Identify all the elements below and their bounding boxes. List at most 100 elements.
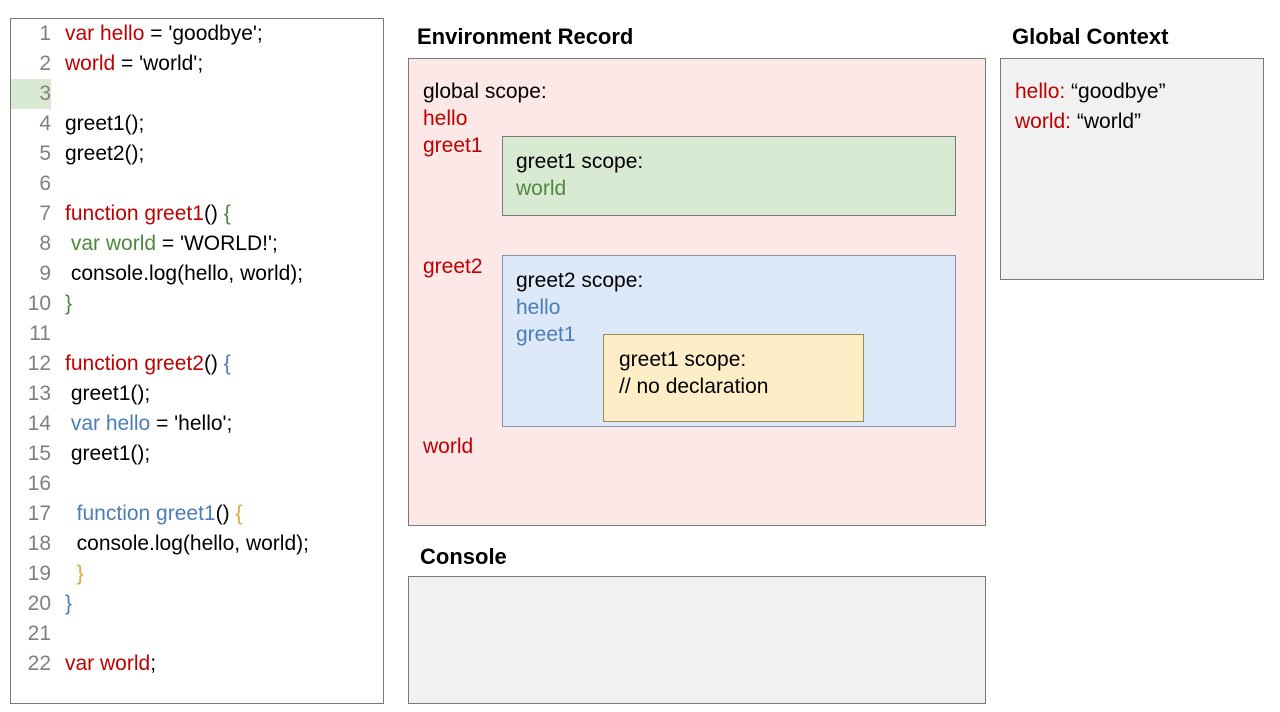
code-line-text: var world; [51, 649, 156, 679]
code-token: greet1(); [65, 382, 151, 405]
line-number: 15 [27, 442, 51, 465]
line-number: 20 [27, 592, 51, 615]
line-number: 22 [27, 652, 51, 675]
code-token: { [223, 202, 231, 225]
code-token: console.log(hello, world); [65, 262, 304, 285]
code-line-text: var world = 'WORLD!'; [51, 229, 278, 259]
code-token: { [235, 502, 243, 525]
greet2-scope-box: greet2 scope: hello greet1 greet1 scope:… [502, 255, 956, 427]
global-binding-world: world [423, 435, 474, 458]
code-line-text: console.log(hello, world); [51, 529, 309, 559]
code-line-text: } [51, 289, 72, 319]
line-number: 14 [27, 412, 51, 435]
greet2-binding-greet1: greet1 [516, 323, 576, 346]
code-token: var world [70, 232, 157, 255]
greet1-binding-world: world [516, 177, 567, 200]
code-line[interactable]: 10} [11, 289, 383, 319]
code-line-text: greet2(); [51, 139, 144, 169]
code-token: } [65, 592, 73, 615]
global-context-entry: world: “world” [1015, 109, 1141, 135]
code-line[interactable]: 19 } [11, 559, 383, 589]
line-number: 8 [39, 232, 51, 255]
global-context-entry-key: hello: [1015, 80, 1066, 103]
line-number: 3 [11, 79, 51, 109]
greet1-scope-box: greet1 scope: world [502, 136, 956, 216]
code-token: { [223, 352, 231, 375]
code-line[interactable]: 3 [11, 79, 383, 109]
code-line-text: console.log(hello, world); [51, 259, 303, 289]
code-line[interactable]: 21 [11, 619, 383, 649]
line-number: 7 [39, 202, 51, 225]
code-line-text: greet1(); [51, 109, 144, 139]
line-number: 13 [27, 382, 51, 405]
code-token: var hello [70, 412, 151, 435]
code-line[interactable]: 17 function greet1() { [11, 499, 383, 529]
code-line[interactable]: 8 var world = 'WORLD!'; [11, 229, 383, 259]
line-number: 18 [27, 532, 51, 555]
code-token: world [65, 52, 116, 75]
global-binding-greet1: greet1 [423, 134, 483, 157]
code-line-text: var hello = 'goodbye'; [51, 19, 263, 49]
code-line[interactable]: 4 greet1(); [11, 109, 383, 139]
code-line[interactable]: 16 [11, 469, 383, 499]
line-number: 16 [27, 472, 51, 495]
line-number: 1 [39, 22, 51, 45]
code-line-text: } [51, 589, 72, 619]
code-line-text: function greet2() { [51, 349, 231, 379]
code-line[interactable]: 14 var hello = 'hello'; [11, 409, 383, 439]
global-context-entry-key: world: [1015, 110, 1072, 133]
code-line[interactable]: 15 greet1(); [11, 439, 383, 469]
line-number: 4 [39, 112, 51, 135]
code-token: () [215, 502, 236, 525]
line-number: 11 [29, 322, 51, 345]
code-token: } [65, 292, 73, 315]
global-binding-hello: hello [423, 107, 468, 130]
global-scope-box: global scope: hello greet1 greet2 world … [408, 58, 986, 526]
code-token: = 'WORLD!'; [156, 232, 278, 255]
global-context-entry: hello: “goodbye” [1015, 79, 1166, 105]
code-token: function greet1 [65, 202, 204, 225]
code-token: greet1(); [65, 442, 151, 465]
code-line-text: greet1(); [51, 379, 150, 409]
code-line[interactable]: 11 [11, 319, 383, 349]
code-token: greet1(); [65, 112, 145, 135]
global-context-entry-value: “world” [1076, 110, 1142, 133]
line-number: 21 [27, 622, 51, 645]
code-line[interactable]: 13 greet1(); [11, 379, 383, 409]
line-number: 9 [39, 262, 51, 285]
code-token: () [203, 202, 224, 225]
code-token: } [76, 562, 84, 585]
code-line[interactable]: 9 console.log(hello, world); [11, 259, 383, 289]
greet2-scope-heading: greet2 scope: [516, 269, 644, 292]
code-token: var hello [65, 22, 145, 45]
code-token: var world [65, 652, 151, 675]
code-line-text: function greet1() { [51, 199, 231, 229]
code-line[interactable]: 20} [11, 589, 383, 619]
code-line[interactable]: 6 [11, 169, 383, 199]
code-token [65, 502, 77, 525]
line-number: 12 [27, 352, 51, 375]
nested-greet1-scope-note: // no declaration [619, 375, 769, 398]
code-token: = 'world'; [115, 52, 204, 75]
nested-greet1-scope-box: greet1 scope: // no declaration [603, 334, 864, 422]
code-token: function greet1 [76, 502, 216, 525]
global-binding-greet2: greet2 [423, 255, 483, 278]
code-line[interactable]: 18 console.log(hello, world); [11, 529, 383, 559]
environment-record-title: Environment Record [417, 24, 634, 49]
code-line-text: function greet1() { [51, 499, 243, 529]
code-token: () [203, 352, 224, 375]
greet1-scope-heading: greet1 scope: [516, 150, 644, 173]
console-output-box[interactable] [408, 576, 986, 704]
greet2-binding-hello: hello [516, 296, 561, 319]
code-token: console.log(hello, world); [65, 532, 309, 555]
global-scope-heading: global scope: [423, 80, 547, 103]
code-token: ; [150, 652, 157, 675]
